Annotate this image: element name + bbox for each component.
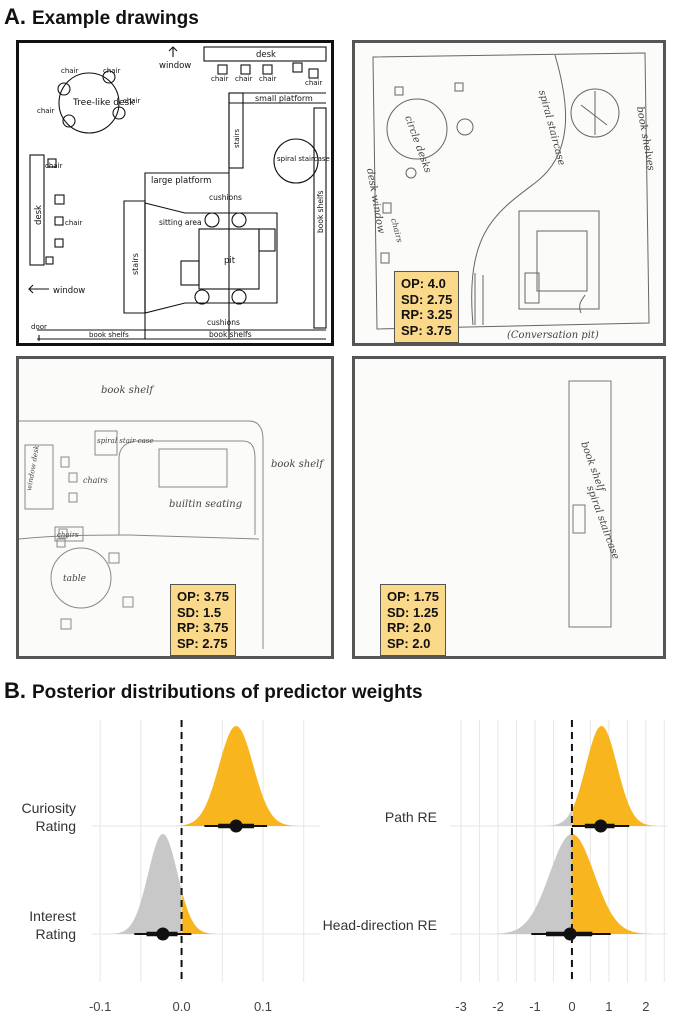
x-tick-label: 0.0 <box>173 999 191 1014</box>
label-large-platform: large platform <box>151 176 211 186</box>
score-op: OP: 4.0 <box>401 276 446 291</box>
drawing-floor-plan: desk window chair chair chair chair chai… <box>16 40 334 346</box>
panel-b-heading: Posterior distributions of predictor wei… <box>32 682 423 703</box>
sketch2-conversation-pit: (Conversation pit) <box>507 330 599 341</box>
series-label: Rating <box>36 818 76 834</box>
label-chair-9: chair <box>45 162 63 170</box>
density-positive-0 <box>572 726 658 826</box>
score-op: OP: 3.75 <box>177 589 230 604</box>
label-desk-top: desk <box>256 50 276 60</box>
score-sd: SD: 1.25 <box>387 604 439 620</box>
label-window-left: window <box>53 286 85 296</box>
density-negative-0 <box>545 810 572 826</box>
x-tick-label: 0.1 <box>254 999 272 1014</box>
label-window-top: window <box>159 61 191 71</box>
panel-b-title: B. Posterior distributions of predictor w… <box>4 678 423 704</box>
score-rp: RP: 3.25 <box>401 307 453 322</box>
x-tick-label: 2 <box>642 999 649 1014</box>
sketch2-chairs: chairs <box>389 217 404 243</box>
sketch3-builtin-seating: builtin seating <box>169 499 242 510</box>
label-chair-7: chair <box>37 107 55 115</box>
point-estimate <box>229 819 243 833</box>
score-sp: SP: 2.0 <box>387 635 431 651</box>
sketch3-book-shelf-top: book shelf <box>101 385 155 396</box>
sketch2-circle-desks: circle desks <box>402 114 433 174</box>
x-tick-label: -2 <box>492 999 504 1014</box>
series-label: Rating <box>36 926 76 942</box>
floor-plan-svg: desk window chair chair chair chair chai… <box>28 46 330 341</box>
label-cushions-top: cushions <box>209 193 242 202</box>
score-box-1: OP: 4.0 SD: 2.75 RP: 3.25 SP: 3.75 <box>394 271 460 343</box>
sketch3-table: table <box>63 574 86 584</box>
sketch-2-svg: circle desks spiral staircase book shelv… <box>364 52 656 341</box>
series-label: Path RE <box>385 809 437 825</box>
density-negative-0 <box>174 825 181 826</box>
panel-a-letter: A. <box>4 4 26 29</box>
label-chair-1: chair <box>211 75 229 83</box>
density-positive-1 <box>571 834 652 934</box>
density-negative-1 <box>492 834 572 934</box>
label-chair-6: chair <box>103 67 121 75</box>
series-label: Curiosity <box>22 800 76 816</box>
label-cushions-bottom: cushions <box>207 318 240 327</box>
x-tick-label: 0 <box>568 999 575 1014</box>
x-tick-label: -0.1 <box>89 999 111 1014</box>
drawing-sketch-4: book shelf spiral staircase <box>352 356 666 659</box>
sketch-3-svg: book shelf book shelf spiral stair case … <box>19 385 325 649</box>
density-positive-1 <box>182 892 216 934</box>
point-estimate <box>563 927 577 941</box>
score-box-2: OP: 3.75 SD: 1.5 RP: 3.75 SP: 2.75 <box>170 584 237 656</box>
sketch-4-svg: book shelf spiral staircase <box>568 380 621 628</box>
label-book-shelfs-br: book shelfs <box>209 330 252 339</box>
score-op: OP: 1.75 <box>387 589 440 604</box>
panel-a-title: A. Example drawings <box>4 4 199 30</box>
sketch2-spiral-staircase: spiral staircase <box>536 89 567 167</box>
sketch3-chairs-lower: chairs <box>57 531 79 539</box>
x-tick-label: -3 <box>455 999 467 1014</box>
sketch3-chairs: chairs <box>83 476 108 485</box>
series-label: Interest <box>29 908 76 924</box>
panel-b-letter: B. <box>4 678 26 703</box>
label-book-shelfs-right: book shelfs <box>316 190 325 233</box>
label-tree-desk: Tree-like desk <box>72 98 135 108</box>
label-chair-2: chair <box>235 75 253 83</box>
label-book-shelfs-bl: book shelfs <box>89 331 129 339</box>
x-tick-label: 1 <box>605 999 612 1014</box>
density-negative-1 <box>110 834 182 934</box>
label-stairs-upper: stairs <box>233 128 241 148</box>
density-positive-0 <box>181 726 298 826</box>
sketch2-book-shelves: book shelves <box>634 106 656 172</box>
score-sp: SP: 2.75 <box>177 635 228 651</box>
score-sp: SP: 3.75 <box>401 322 452 338</box>
sketch3-window-desk: window desk <box>25 445 41 492</box>
point-estimate <box>156 927 170 941</box>
label-chair-8: chair <box>123 97 141 105</box>
label-chair-4: chair <box>305 79 323 87</box>
score-sd: SD: 1.5 <box>177 604 222 620</box>
label-pit: pit <box>224 256 236 266</box>
x-tick-label: -1 <box>529 999 541 1014</box>
score-sd: SD: 2.75 <box>401 291 453 307</box>
label-chair-5: chair <box>61 67 79 75</box>
score-box-3: OP: 1.75 SD: 1.25 RP: 2.0 SP: 2.0 <box>380 584 447 656</box>
label-stairs-lower: stairs <box>131 253 140 275</box>
sketch2-desk-window: desk window <box>364 168 386 235</box>
sketch3-spiral-staircase: spiral stair case <box>97 437 154 445</box>
label-small-platform: small platform <box>255 94 313 103</box>
label-chair-10: chair <box>65 219 83 227</box>
sketch3-book-shelf-right: book shelf <box>271 459 325 470</box>
panel-a-heading: Example drawings <box>32 8 199 29</box>
label-door: door <box>31 323 47 331</box>
series-label: Head-direction RE <box>323 917 437 933</box>
label-spiral-staircase: spiral staircase <box>277 155 330 163</box>
label-chair-3: chair <box>259 75 277 83</box>
label-sitting-area: sitting area <box>159 218 202 227</box>
point-estimate <box>594 819 608 833</box>
score-rp: RP: 2.0 <box>387 620 432 635</box>
label-desk-left: desk <box>34 205 44 225</box>
score-rp: RP: 3.75 <box>177 620 229 635</box>
sketch4-spiral-staircase: spiral staircase <box>584 484 621 561</box>
